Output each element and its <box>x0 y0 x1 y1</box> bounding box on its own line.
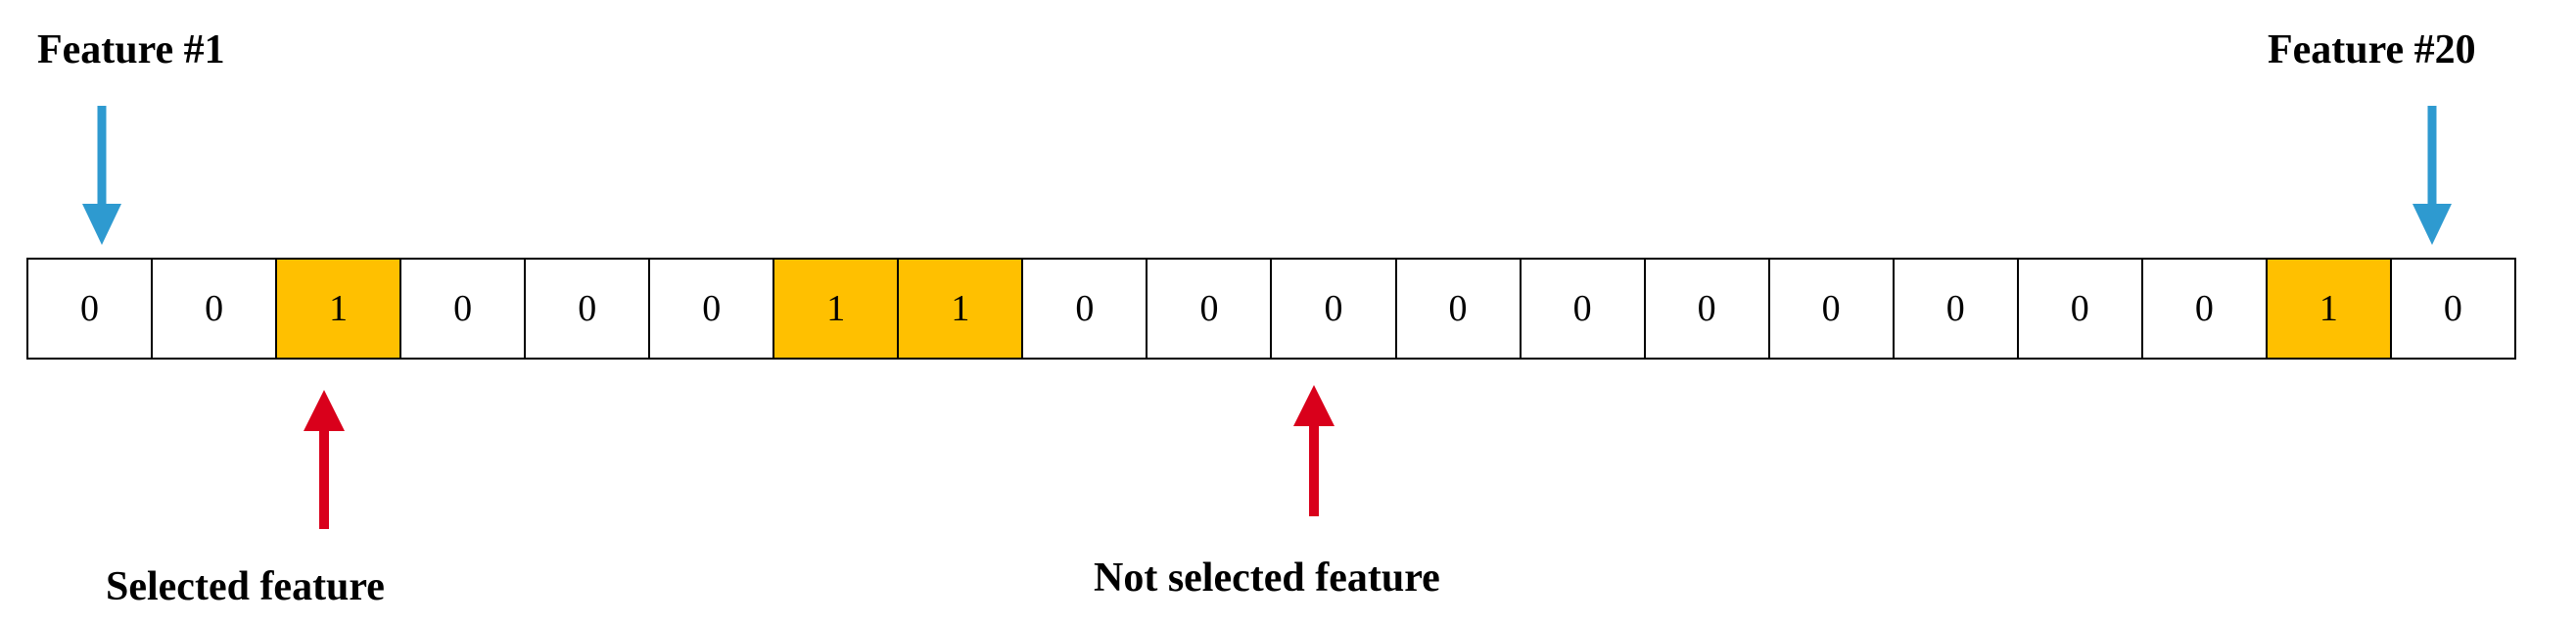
feature-cell: 0 <box>1645 260 1770 358</box>
feature-cell: 0 <box>28 260 154 358</box>
feature-cell: 0 <box>2391 260 2516 358</box>
feature-cell: 0 <box>153 260 278 358</box>
feature-cell: 0 <box>401 260 527 358</box>
feature-last-label: Feature #20 <box>2268 27 2476 72</box>
arrow-up-icon <box>304 390 345 529</box>
selected-feature-label: Selected feature <box>106 564 385 609</box>
arrow-down-icon <box>2412 106 2452 245</box>
feature-cell: 1 <box>2267 260 2392 358</box>
arrow-up-icon <box>1293 385 1335 516</box>
feature-cell: 0 <box>650 260 775 358</box>
feature-cell: 0 <box>1023 260 1148 358</box>
feature-cell: 0 <box>1396 260 1522 358</box>
feature-cell: 0 <box>1894 260 2019 358</box>
feature-cell: 0 <box>1147 260 1273 358</box>
feature-cell: 0 <box>2142 260 2268 358</box>
feature-cell: 0 <box>1769 260 1895 358</box>
feature-cell: 1 <box>899 260 1024 358</box>
feature-cell: 1 <box>277 260 402 358</box>
feature-cell: 0 <box>1272 260 1397 358</box>
feature-cell: 0 <box>526 260 651 358</box>
feature-first-label: Feature #1 <box>37 27 225 72</box>
feature-cell: 0 <box>1521 260 1646 358</box>
feature-cell: 0 <box>2018 260 2143 358</box>
arrow-down-icon <box>82 106 121 245</box>
not-selected-feature-label: Not selected feature <box>1094 555 1440 601</box>
feature-cell: 1 <box>774 260 900 358</box>
